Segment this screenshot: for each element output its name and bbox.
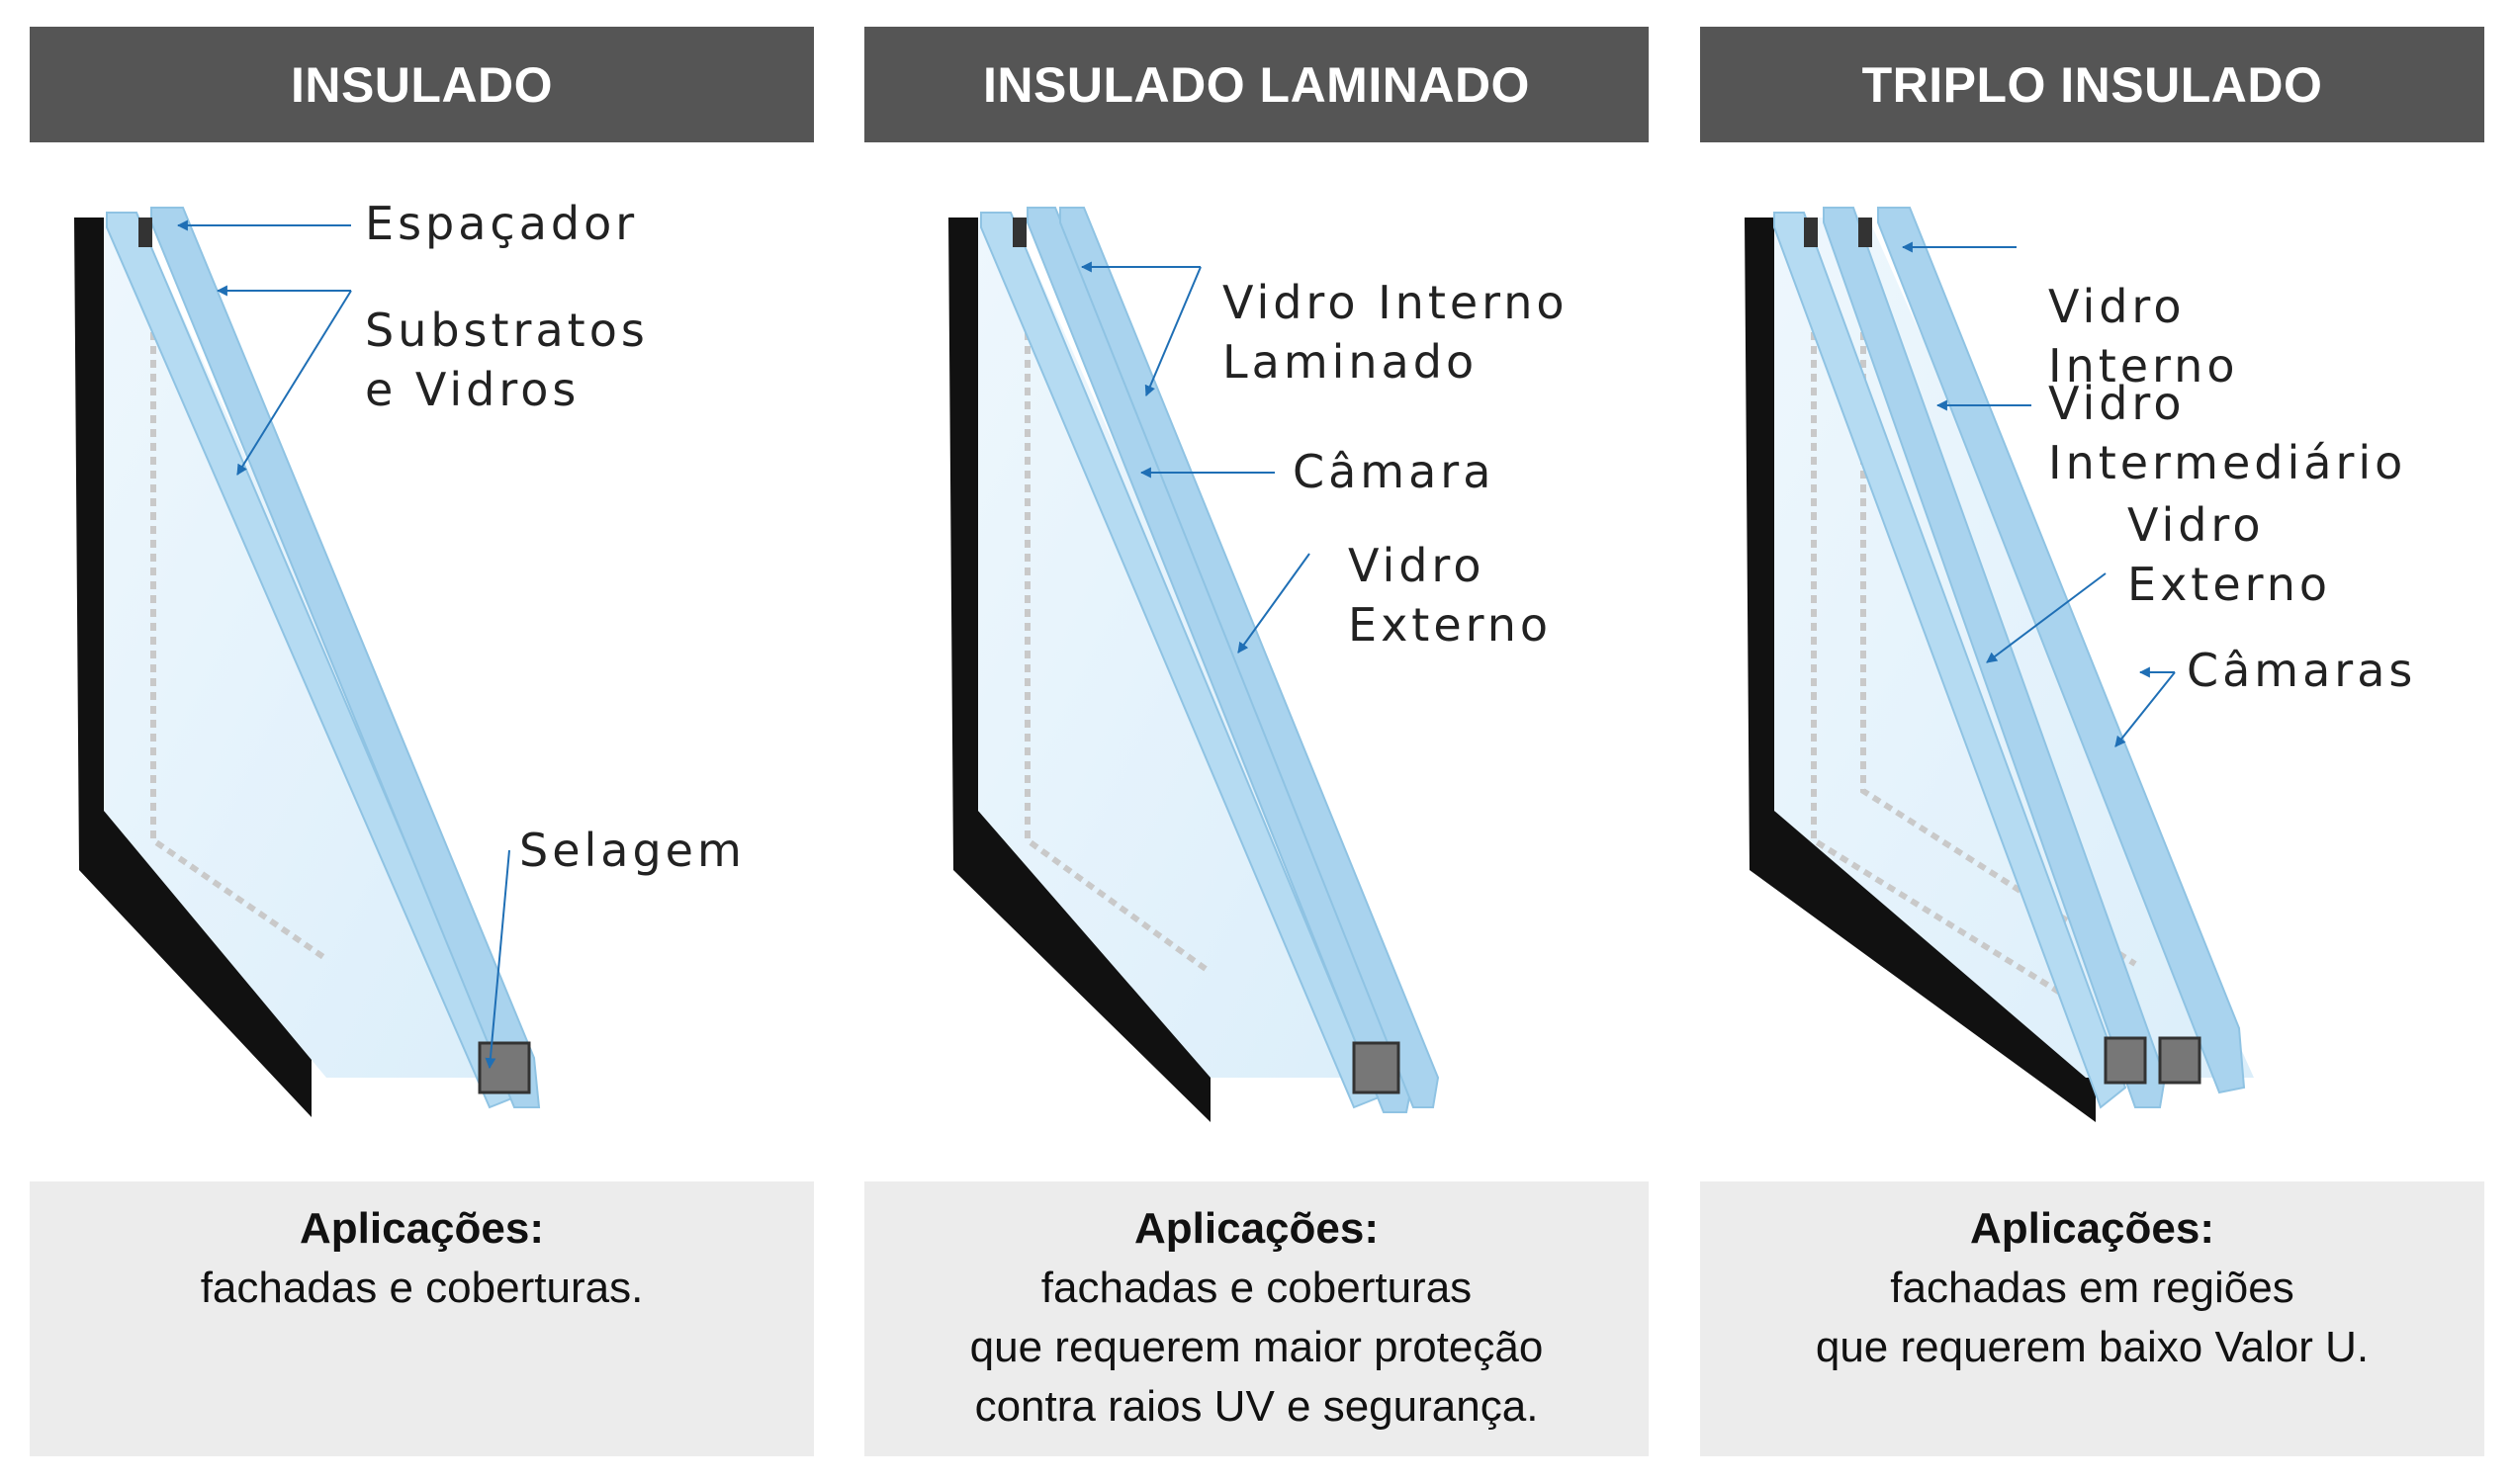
- label-substratos-1: Substratos: [365, 304, 649, 357]
- glass-pane-inner: [980, 212, 1381, 1109]
- label-camara: Câmara: [1293, 445, 1494, 498]
- applications-line: contra raios UV e segurança.: [974, 1382, 1539, 1431]
- leader-externo: [1986, 572, 2107, 663]
- frame-edge: [1745, 218, 2096, 1122]
- label-interno-2: Laminado: [1222, 335, 1478, 389]
- applications-title: Aplicações:: [300, 1204, 544, 1253]
- seal-line: [1025, 277, 1208, 972]
- label-camaras: Câmaras: [2187, 644, 2416, 697]
- seal-block-2: [2158, 1036, 2201, 1085]
- leader-interno-b: [1144, 266, 1202, 397]
- panel-triplo-insulado: TRIPLO INSULADO Vidro Interno Vidro Inte…: [1700, 0, 2484, 1484]
- label-substratos-2: e Vidros: [365, 363, 580, 416]
- leader-camaras-b: [2114, 671, 2176, 747]
- seal-block: [1352, 1041, 1400, 1094]
- applications-line: que requerem maior proteção: [969, 1323, 1544, 1371]
- seal-line: [1811, 277, 2088, 1011]
- frame-edge: [948, 218, 1211, 1122]
- label-interno-2: Interno: [2048, 339, 2238, 393]
- applications-box: Aplicações: fachadas e coberturas.: [30, 1181, 814, 1456]
- glass-pane-laminated-b: [1059, 207, 1440, 1108]
- applications-title: Aplicações:: [1134, 1204, 1379, 1253]
- label-externo-1: Vidro: [1348, 539, 1484, 592]
- leader-selagem: [485, 849, 510, 1070]
- panel-title: INSULADO LAMINADO: [864, 27, 1649, 142]
- glass-pane-laminated-a: [1027, 207, 1415, 1113]
- seal-block: [2104, 1036, 2147, 1085]
- glass-pane-inner: [1773, 212, 2127, 1109]
- label-interno-1: Vidro: [2048, 280, 2185, 333]
- label-externo-2: Externo: [2127, 558, 2331, 611]
- spacer-block: [1804, 218, 1818, 247]
- glass-diagram-triplo: Vidro Interno Vidro Intermediário Vidro …: [1700, 158, 2484, 1147]
- panel-insulado: INSULADO Espaçador Substratos e Vidros S…: [30, 0, 814, 1484]
- panel-insulado-laminado: INSULADO LAMINADO Vidro Interno Laminado…: [864, 0, 1649, 1484]
- glass-pane-outer: [1877, 207, 2246, 1094]
- panel-title: INSULADO: [30, 27, 814, 142]
- label-intermediario-2: Intermediário: [2048, 436, 2406, 489]
- glass-pane-inner: [106, 212, 516, 1109]
- spacer-block: [138, 218, 152, 247]
- applications-box: Aplicações: fachadas e coberturas que re…: [864, 1181, 1649, 1456]
- spacer-block: [1013, 218, 1027, 247]
- label-intermediario-1: Vidro: [2048, 377, 2185, 430]
- leader-substratos-b: [236, 290, 352, 476]
- panel-title: TRIPLO INSULADO: [1700, 27, 2484, 142]
- applications-title: Aplicações:: [1970, 1204, 2214, 1253]
- frame-edge: [74, 218, 312, 1117]
- label-externo-1: Vidro: [2127, 498, 2264, 552]
- label-interno-1: Vidro Interno: [1222, 276, 1569, 329]
- applications-line: fachadas e coberturas: [1040, 1264, 1473, 1312]
- glass-diagram-laminado: Vidro Interno Laminado Câmara Vidro Exte…: [864, 158, 1649, 1147]
- spacer-block-2: [1858, 218, 1872, 247]
- label-externo-2: Externo: [1348, 598, 1552, 652]
- applications-line: fachadas e coberturas.: [200, 1264, 644, 1312]
- applications-line: que requerem baixo Valor U.: [1815, 1323, 2370, 1371]
- applications-line: fachadas em regiões: [1890, 1264, 2294, 1312]
- seal-block: [478, 1041, 531, 1094]
- label-selagem: Selagem: [519, 824, 746, 877]
- seal-line: [150, 277, 328, 962]
- leader-externo: [1237, 553, 1310, 654]
- applications-box: Aplicações: fachadas em regiões que requ…: [1700, 1181, 2484, 1456]
- glass-diagram-insulado: Espaçador Substratos e Vidros Selagem: [30, 158, 814, 1147]
- label-espacador: Espaçador: [365, 197, 638, 250]
